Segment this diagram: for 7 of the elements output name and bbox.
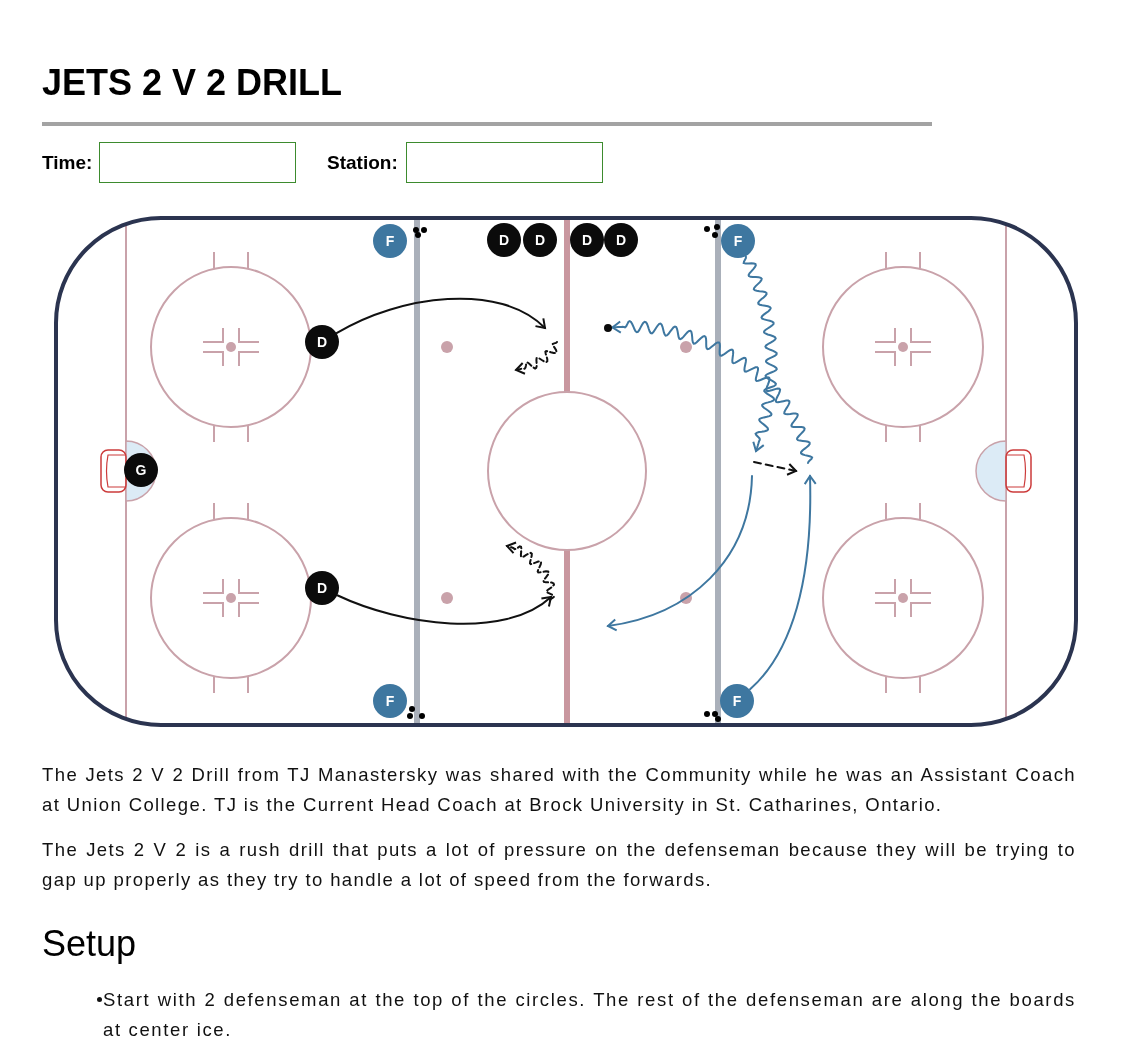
field-label: Time: (42, 152, 93, 174)
list-item-text: Start with 2 defenseman at the top of the circles. The rest of the defenseman are along the boards at center ice. (103, 988, 1076, 1042)
section-heading: Setup (42, 926, 137, 962)
paragraph: The Jets 2 V 2 is a rush drill that puts a lot of pressure on the defenseman because they will be trying to gap up properly as they try to handle a lot of speed from the forwards. (42, 838, 1076, 892)
title: JETS 2 V 2 DRILL (42, 65, 343, 101)
paragraph: The Jets 2 V 2 Drill from TJ Manastersky was shared with the Community while he was an Assistant Coach at Union College. TJ is the Current Head Coach at Brock University in St. Catharines, Ontario. (42, 763, 1076, 817)
field-label: Station: (327, 152, 398, 174)
